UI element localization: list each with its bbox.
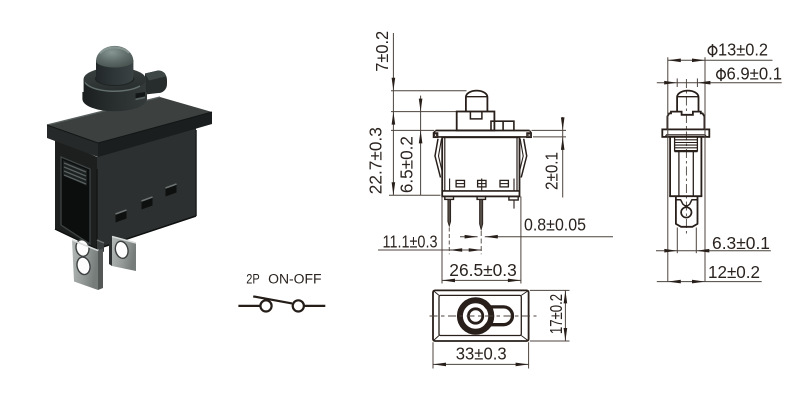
- svg-text:12±0.2: 12±0.2: [708, 262, 760, 282]
- svg-text:6.5±0.2: 6.5±0.2: [397, 136, 417, 193]
- svg-text:13±0.2: 13±0.2: [718, 40, 768, 60]
- svg-text:11.1±0.3: 11.1±0.3: [383, 232, 438, 252]
- svg-text:7±0.2: 7±0.2: [372, 31, 392, 72]
- svg-text:33±0.3: 33±0.3: [456, 344, 507, 364]
- svg-text:ON-OFF: ON-OFF: [268, 271, 322, 286]
- svg-text:6.3±0.1: 6.3±0.1: [712, 233, 770, 253]
- svg-text:17±0.2: 17±0.2: [546, 294, 566, 334]
- svg-text:22.7±0.3: 22.7±0.3: [365, 127, 385, 194]
- svg-text:26.5±0.3: 26.5±0.3: [449, 260, 517, 280]
- svg-text:6.9±0.1: 6.9±0.1: [727, 64, 783, 84]
- svg-text:0.8±0.05: 0.8±0.05: [524, 215, 586, 235]
- svg-text:2±0.1: 2±0.1: [542, 152, 562, 190]
- svg-text:2P: 2P: [246, 271, 260, 286]
